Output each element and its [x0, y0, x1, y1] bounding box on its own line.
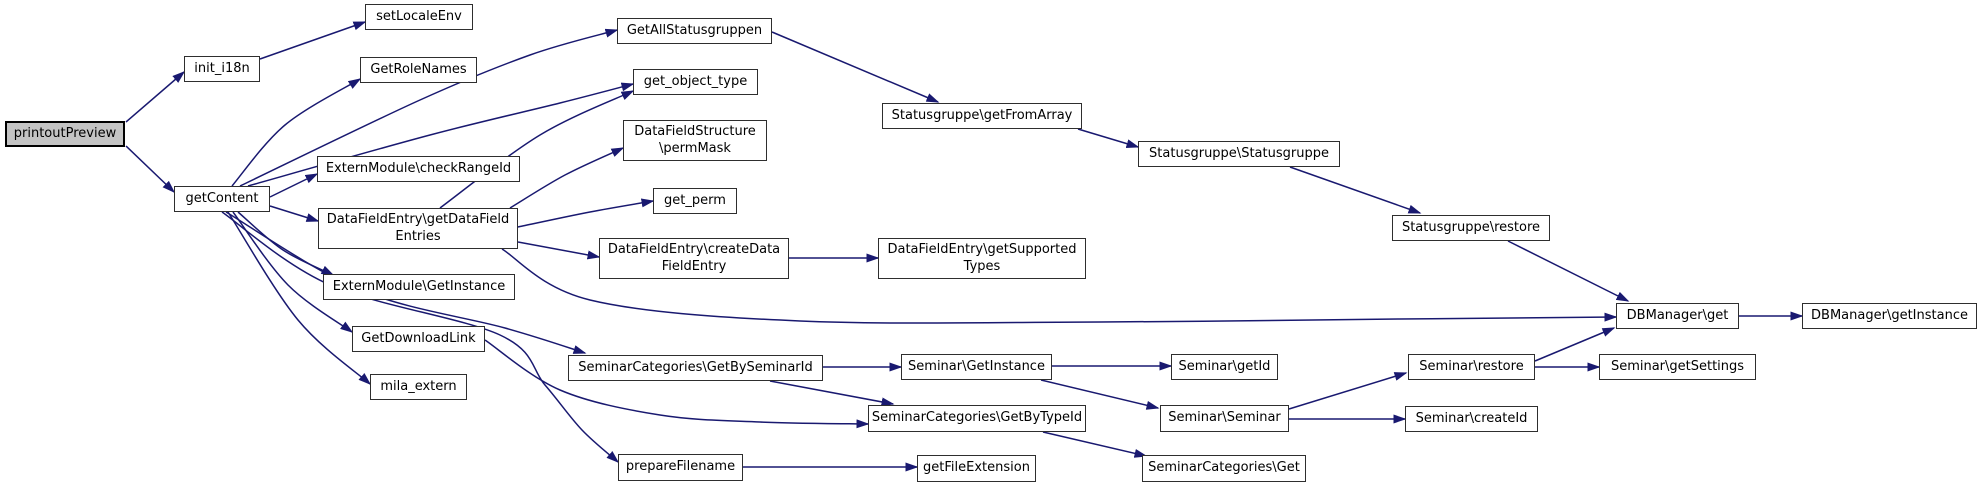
node-get-object-type[interactable]: get_object_type — [633, 69, 758, 95]
edge-datafieldentry-get-datafield-entries-to-get-object-type — [439, 90, 635, 209]
node-seminar-get-instance[interactable]: Seminar\GetInstance — [901, 354, 1052, 380]
edge-init-i18n-to-set-locale-env — [259, 21, 367, 60]
edge-get-content-to-datafieldentry-get-datafield-entries — [269, 205, 320, 222]
node-extern-module-check-range-id[interactable]: ExternModule\checkRangeId — [317, 156, 520, 182]
node-label: GetRoleNames — [370, 61, 467, 77]
edge-statusgruppe-restore-to-dbmanager-get — [1507, 240, 1630, 302]
edge-group — [125, 21, 1804, 472]
node-get-content[interactable]: getContent — [174, 186, 270, 212]
node-get-all-statusgruppen[interactable]: GetAllStatusgruppen — [617, 18, 772, 44]
edge-get-content-to-get-role-names — [231, 78, 362, 187]
node-label: SeminarCategories\GetByTypeId — [871, 410, 1083, 426]
node-get-role-names[interactable]: GetRoleNames — [360, 57, 477, 83]
node-label: mila_extern — [380, 378, 457, 394]
edge-printout-preview-to-init-i18n — [125, 71, 186, 123]
node-get-download-link[interactable]: GetDownloadLink — [352, 326, 485, 352]
node-label: DataFieldEntry\getSupported Types — [887, 241, 1077, 274]
node-label: DataFieldStructure \permMask — [634, 123, 756, 156]
edge-get-content-to-get-all-statusgruppen — [239, 28, 619, 187]
edge-seminarcategories-get-by-seminar-id-to-seminarcategories-get-by-type-id — [769, 380, 895, 407]
node-statusgruppe-get-from-array[interactable]: Statusgruppe\getFromArray — [882, 103, 1082, 129]
node-label: ExternModule\GetInstance — [332, 278, 506, 294]
node-label: get_perm — [664, 192, 726, 208]
edge-get-content-to-seminarcategories-get-by-seminar-id — [225, 211, 587, 354]
edge-statusgruppe-statusgruppe-to-statusgruppe-restore — [1289, 166, 1422, 214]
node-datafieldentry-get-supported-types[interactable]: DataFieldEntry\getSupported Types — [878, 238, 1086, 279]
edge-get-content-to-mila-extern — [227, 211, 372, 385]
node-label: printoutPreview — [13, 125, 117, 141]
node-label: DBManager\getInstance — [1811, 307, 1968, 323]
node-label: Seminar\Seminar — [1168, 410, 1281, 426]
node-label: Seminar\createId — [1415, 410, 1528, 426]
node-datafieldentry-get-datafield-entries[interactable]: DataFieldEntry\getDataField Entries — [318, 208, 518, 249]
node-dbmanager-get[interactable]: DBManager\get — [1616, 303, 1739, 329]
node-label: getFileExtension — [923, 460, 1030, 476]
node-seminarcategories-get-by-type-id[interactable]: SeminarCategories\GetByTypeId — [868, 405, 1086, 432]
edge-get-content-to-get-download-link — [232, 211, 354, 333]
node-label: setLocaleEnv — [376, 8, 462, 24]
node-label: DataFieldEntry\createData FieldEntry — [607, 241, 781, 274]
node-set-locale-env[interactable]: setLocaleEnv — [365, 4, 473, 30]
edge-datafieldentry-get-datafield-entries-to-datafieldentry-create-datafieldentry — [517, 241, 601, 260]
node-seminar-seminar[interactable]: Seminar\Seminar — [1160, 405, 1289, 432]
edge-datafieldentry-get-datafield-entries-to-dbmanager-get — [501, 248, 1618, 324]
node-init-i18n[interactable]: init_i18n — [184, 56, 260, 82]
node-label: GetAllStatusgruppen — [626, 22, 763, 38]
node-label: SeminarCategories\Get — [1148, 460, 1300, 476]
node-seminarcategories-get-by-seminar-id[interactable]: SeminarCategories\GetBySeminarId — [568, 355, 823, 381]
node-seminar-get-id[interactable]: Seminar\getId — [1171, 354, 1278, 380]
edge-get-all-statusgruppen-to-statusgruppe-get-from-array — [771, 31, 940, 103]
node-datafieldentry-create-datafieldentry[interactable]: DataFieldEntry\createData FieldEntry — [599, 238, 789, 279]
edge-seminar-get-instance-to-seminar-seminar — [1040, 379, 1160, 410]
node-label: Statusgruppe\Statusgruppe — [1149, 145, 1329, 161]
node-seminar-get-settings[interactable]: Seminar\getSettings — [1599, 354, 1756, 380]
node-label: Seminar\getId — [1178, 358, 1271, 374]
node-label: Seminar\GetInstance — [908, 358, 1045, 374]
node-datafieldstructure-perm-mask[interactable]: DataFieldStructure \permMask — [623, 120, 767, 161]
node-statusgruppe-statusgruppe[interactable]: Statusgruppe\Statusgruppe — [1138, 141, 1340, 167]
node-label: get_object_type — [643, 73, 748, 89]
node-printout-preview[interactable]: printoutPreview — [5, 121, 125, 147]
node-prepare-filename[interactable]: prepareFilename — [618, 454, 743, 481]
node-label: init_i18n — [194, 60, 250, 76]
edge-get-content-to-extern-module-check-range-id — [269, 173, 319, 198]
node-get-perm[interactable]: get_perm — [653, 188, 737, 214]
node-label: Statusgruppe\restore — [1401, 219, 1541, 235]
node-label: getContent — [185, 190, 259, 206]
node-label: GetDownloadLink — [361, 330, 476, 346]
edge-seminar-restore-to-dbmanager-get — [1534, 327, 1616, 362]
node-label: prepareFilename — [625, 459, 736, 475]
edge-get-content-to-prepare-filename — [221, 211, 620, 463]
edge-seminar-seminar-to-seminar-restore — [1288, 372, 1408, 410]
node-label: Seminar\getSettings — [1610, 358, 1745, 374]
node-label: DataFieldEntry\getDataField Entries — [326, 211, 510, 244]
edge-datafieldentry-get-datafield-entries-to-get-perm — [517, 198, 655, 228]
edge-seminarcategories-get-by-type-id-to-seminarcategories-get — [1042, 431, 1148, 458]
edge-datafieldentry-get-datafield-entries-to-datafieldstructure-perm-mask — [509, 147, 625, 209]
edge-statusgruppe-get-from-array-to-statusgruppe-statusgruppe — [1077, 128, 1140, 149]
node-label: Seminar\restore — [1419, 358, 1524, 374]
node-label: Statusgruppe\getFromArray — [891, 107, 1073, 123]
node-seminarcategories-get[interactable]: SeminarCategories\Get — [1142, 455, 1306, 482]
edge-get-download-link-to-seminarcategories-get-by-type-id — [484, 339, 870, 429]
node-mila-extern[interactable]: mila_extern — [370, 374, 467, 400]
node-extern-module-get-instance[interactable]: ExternModule\GetInstance — [323, 274, 515, 300]
node-seminar-create-id[interactable]: Seminar\createId — [1405, 406, 1538, 432]
node-get-file-extension[interactable]: getFileExtension — [917, 455, 1036, 482]
node-label: DBManager\get — [1626, 307, 1729, 323]
edge-printout-preview-to-get-content — [125, 145, 176, 194]
node-seminar-restore[interactable]: Seminar\restore — [1408, 354, 1535, 380]
node-statusgruppe-restore[interactable]: Statusgruppe\restore — [1392, 215, 1550, 241]
node-label: ExternModule\checkRangeId — [325, 160, 512, 176]
edge-get-content-to-extern-module-get-instance — [237, 211, 335, 276]
node-label: SeminarCategories\GetBySeminarId — [578, 359, 813, 375]
node-dbmanager-get-instance[interactable]: DBManager\getInstance — [1802, 303, 1977, 329]
edge-get-content-to-get-object-type — [247, 82, 635, 187]
